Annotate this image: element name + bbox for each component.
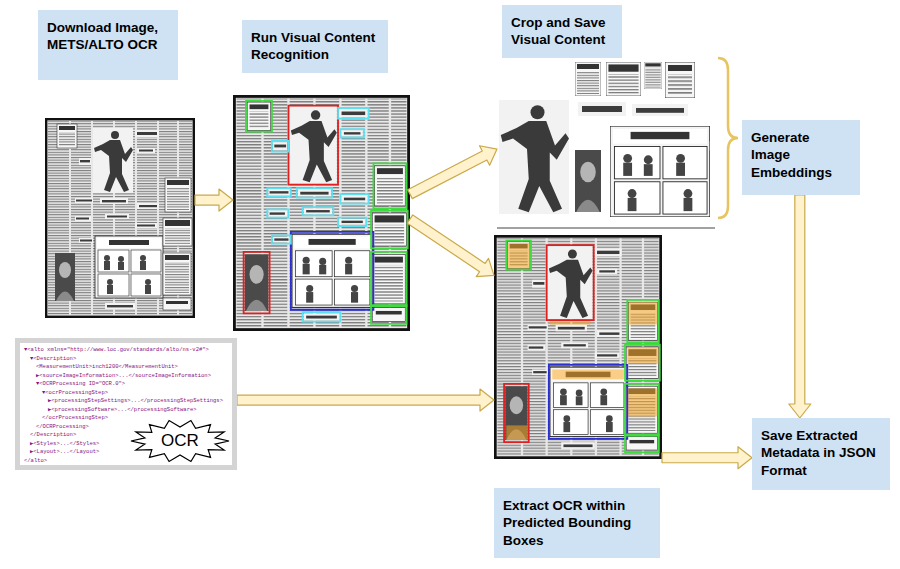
ocr-annotated-page-part-part-part bbox=[504, 384, 529, 442]
step-label: Extract OCR within Predicted Bounding Bo… bbox=[503, 497, 651, 549]
ocr-annotated-page-part-part bbox=[552, 369, 624, 379]
xml-line: </alto> bbox=[20, 457, 47, 466]
ocr-annotated-page-part-part-part bbox=[506, 241, 531, 270]
step-label: Run Visual Content Recognition bbox=[251, 29, 379, 64]
newspaper-page bbox=[45, 118, 195, 318]
xml-line: ▼<ocrProcessingStep> bbox=[20, 389, 108, 398]
xml-line: ▼<OCRProcessing ID="OCR.0"> bbox=[20, 380, 125, 389]
brace bbox=[718, 58, 738, 218]
ocr-annotated-page-part-part bbox=[626, 388, 657, 416]
ocr-annotated-page-part-part bbox=[549, 365, 627, 439]
flow-arrow bbox=[195, 189, 233, 211]
ocr-annotated-page-part-part-part bbox=[625, 384, 659, 436]
step-label-box: Generate Image Embeddings bbox=[742, 120, 860, 195]
annotated-page-part-part-part bbox=[246, 101, 272, 132]
ocr-annotated-page-part-part-part bbox=[625, 434, 659, 452]
cropped-images-part-part bbox=[398, 78, 698, 478]
cropped-images-part-part bbox=[647, 53, 872, 353]
xml-line: ▶<sourceImageInformation>...</sourceImag… bbox=[20, 372, 211, 381]
ocr-burst: OCR bbox=[130, 419, 230, 463]
ocr-annotated-page-part-part-part bbox=[549, 365, 627, 439]
xml-line: ▶<processingStepSettings>...</processing… bbox=[20, 397, 223, 406]
flow-arrow bbox=[407, 215, 494, 277]
ocr-annotated-page-part-part bbox=[506, 425, 527, 440]
ocr-annotated-page-part-part bbox=[627, 348, 658, 364]
divider-line bbox=[497, 228, 715, 229]
cropped-images bbox=[398, 0, 872, 478]
cropped-images-part bbox=[398, 78, 698, 478]
xml-line: </Description> bbox=[20, 431, 76, 440]
step-label: Crop and Save Visual Content bbox=[511, 14, 613, 49]
ocr-annotated-page bbox=[494, 235, 662, 459]
step-panel: Crop and Save Visual Content bbox=[497, 5, 715, 220]
step-label: Generate Image Embeddings bbox=[751, 129, 851, 181]
xml-line: ▶<Layout>...</Layout> bbox=[20, 448, 99, 457]
step-panel: Download Image, METS/ALTO OCR bbox=[38, 10, 195, 318]
annotated-page-part-part-part bbox=[340, 194, 368, 203]
annotated-page-part-part-part bbox=[297, 188, 332, 197]
cropped-images-part bbox=[647, 53, 872, 353]
xml-line: ▼<alto xmlns="http://www.loc.gov/standar… bbox=[20, 346, 209, 355]
ocr-annotated-page-part-part bbox=[628, 302, 657, 324]
ocr-annotated-page-part-part bbox=[506, 241, 659, 453]
annotated-page-part-part-part bbox=[267, 209, 288, 217]
annotated-page-part-part bbox=[291, 232, 374, 310]
process-box: Generate Image Embeddings bbox=[742, 120, 860, 195]
ocr-annotated-page-part-part bbox=[507, 243, 529, 269]
annotated-page-part-part-part bbox=[303, 207, 334, 215]
ocr-annotated-page-part-part-part bbox=[627, 300, 658, 343]
starburst-outline bbox=[131, 421, 229, 462]
annotated-page-part-part bbox=[267, 108, 368, 322]
annotated-page-part-part-part bbox=[303, 312, 341, 321]
annotated-page-part-part-part bbox=[288, 106, 338, 185]
annotated-page-part-part bbox=[246, 101, 408, 324]
process-box: Save Extracted Metadata in JSON Format bbox=[752, 418, 890, 490]
xml-line: <MeasurementUnit>inch1200</MeasurementUn… bbox=[20, 363, 178, 372]
xml-line: ▶<processingSoftware>...</processingSoft… bbox=[20, 406, 197, 415]
annotated-page bbox=[233, 95, 410, 331]
ocr-annotated-page-part-part-part bbox=[625, 345, 660, 381]
annotated-page-part bbox=[233, 95, 410, 331]
ocr-annotated-page-part-part-part bbox=[547, 245, 594, 320]
xml-line: </ocrProcessingStep> bbox=[20, 414, 108, 423]
step-label: Download Image, METS/ALTO OCR bbox=[47, 19, 169, 54]
xml-snippet: ▼<alto xmlns="http://www.loc.gov/standar… bbox=[15, 338, 237, 470]
annotated-page-part bbox=[244, 101, 408, 324]
burst-label: OCR bbox=[161, 431, 199, 451]
step-panel: Run Visual Content Recognition bbox=[233, 20, 410, 331]
annotated-page-part-part-part bbox=[338, 218, 366, 226]
xml-line: ▼<Description> bbox=[20, 355, 76, 364]
annotated-page-part-part-part bbox=[338, 108, 369, 119]
annotated-page-part-part-part bbox=[291, 232, 374, 310]
annotated-page-part-part-part bbox=[340, 129, 364, 137]
annotated-page-part-part-part bbox=[244, 252, 270, 313]
flow-arrow bbox=[662, 447, 752, 469]
annotated-page-part-part-part bbox=[371, 305, 406, 324]
step-label-box: Save Extracted Metadata in JSON Format bbox=[752, 418, 890, 490]
step-label-box: Run Visual Content Recognition bbox=[242, 20, 388, 73]
annotated-page-part-part-part bbox=[267, 188, 291, 196]
annotated-page-part-part-part bbox=[373, 163, 406, 208]
step-label-box: Download Image, METS/ALTO OCR bbox=[38, 10, 178, 80]
step-label-box: Crop and Save Visual Content bbox=[502, 5, 622, 58]
ocr-annotated-page-part bbox=[504, 241, 660, 453]
flow-arrow bbox=[789, 195, 811, 418]
annotated-page-part-part-part bbox=[371, 252, 406, 306]
flow-arrow bbox=[237, 389, 494, 411]
xml-line: ▶<Styles>...</Styles> bbox=[20, 440, 99, 449]
step-label-box: Extract OCR within Predicted Bounding Bo… bbox=[494, 488, 660, 558]
ocr-annotated-page-part bbox=[494, 235, 662, 459]
xml-line: </OCRProcessing> bbox=[20, 423, 89, 432]
annotated-page-part-part-part bbox=[272, 141, 289, 152]
annotated-page-part-part-part bbox=[371, 211, 408, 249]
flow-arrow bbox=[408, 146, 497, 199]
newspaper-page-part bbox=[45, 118, 195, 318]
annotated-page-part-part-part bbox=[272, 235, 291, 243]
step-label: Save Extracted Metadata in JSON Format bbox=[761, 427, 881, 479]
step-panel: Extract OCR within Predicted Bounding Bo… bbox=[494, 235, 662, 558]
